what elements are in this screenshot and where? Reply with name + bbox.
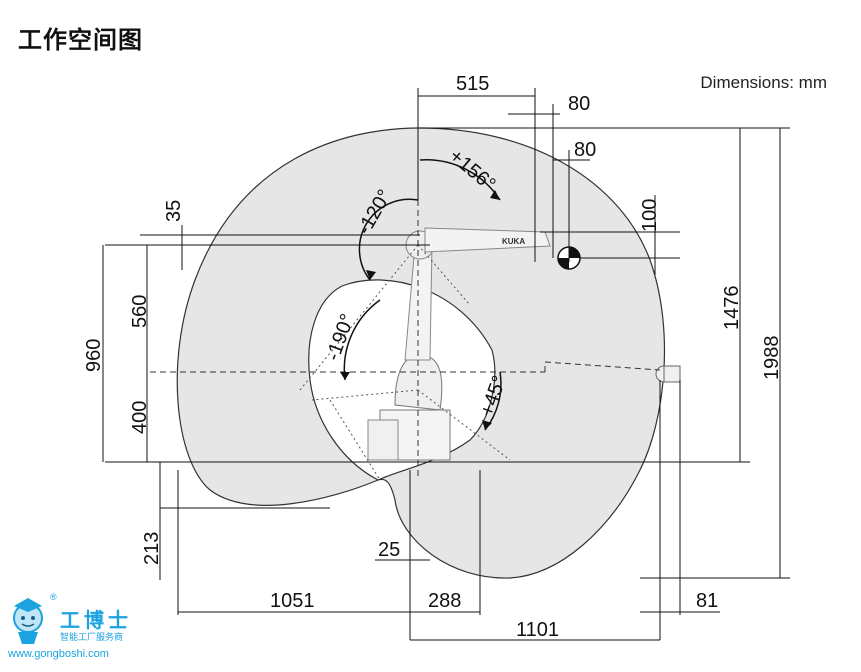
dim-1476: 1476 [721, 286, 743, 331]
arm-brand-label: KUKA [502, 237, 525, 246]
dim-80-top: 80 [568, 93, 590, 115]
center-lines [150, 200, 661, 480]
dim-80-mid: 80 [574, 139, 596, 161]
dim-213: 213 [141, 532, 163, 565]
dim-25: 25 [378, 539, 400, 561]
dim-1101: 1101 [516, 619, 559, 641]
logo-name: 工博士 [60, 608, 132, 632]
angle-arrowheads [340, 190, 500, 430]
dim-1988: 1988 [761, 336, 783, 381]
dim-35: 35 [163, 200, 185, 222]
dimension-lines [102, 88, 790, 641]
reach-lines [299, 244, 511, 481]
dim-560: 560 [129, 295, 151, 328]
dim-960: 960 [83, 339, 105, 372]
units-note: Dimensions: mm [700, 73, 827, 92]
logo-registered-mark: ® [50, 592, 57, 602]
logo-url: www.gongboshi.com [8, 648, 109, 660]
dim-81: 81 [696, 590, 718, 612]
logo-tagline: 智能工厂服务商 [60, 632, 124, 642]
dim-288: 288 [428, 590, 461, 612]
dim-100: 100 [639, 199, 661, 232]
mascot-logo-icon [13, 598, 43, 644]
page-title: 工作空间图 [18, 26, 143, 54]
dim-515: 515 [456, 73, 489, 95]
dim-400: 400 [129, 401, 151, 434]
dim-1051: 1051 [270, 590, 315, 612]
